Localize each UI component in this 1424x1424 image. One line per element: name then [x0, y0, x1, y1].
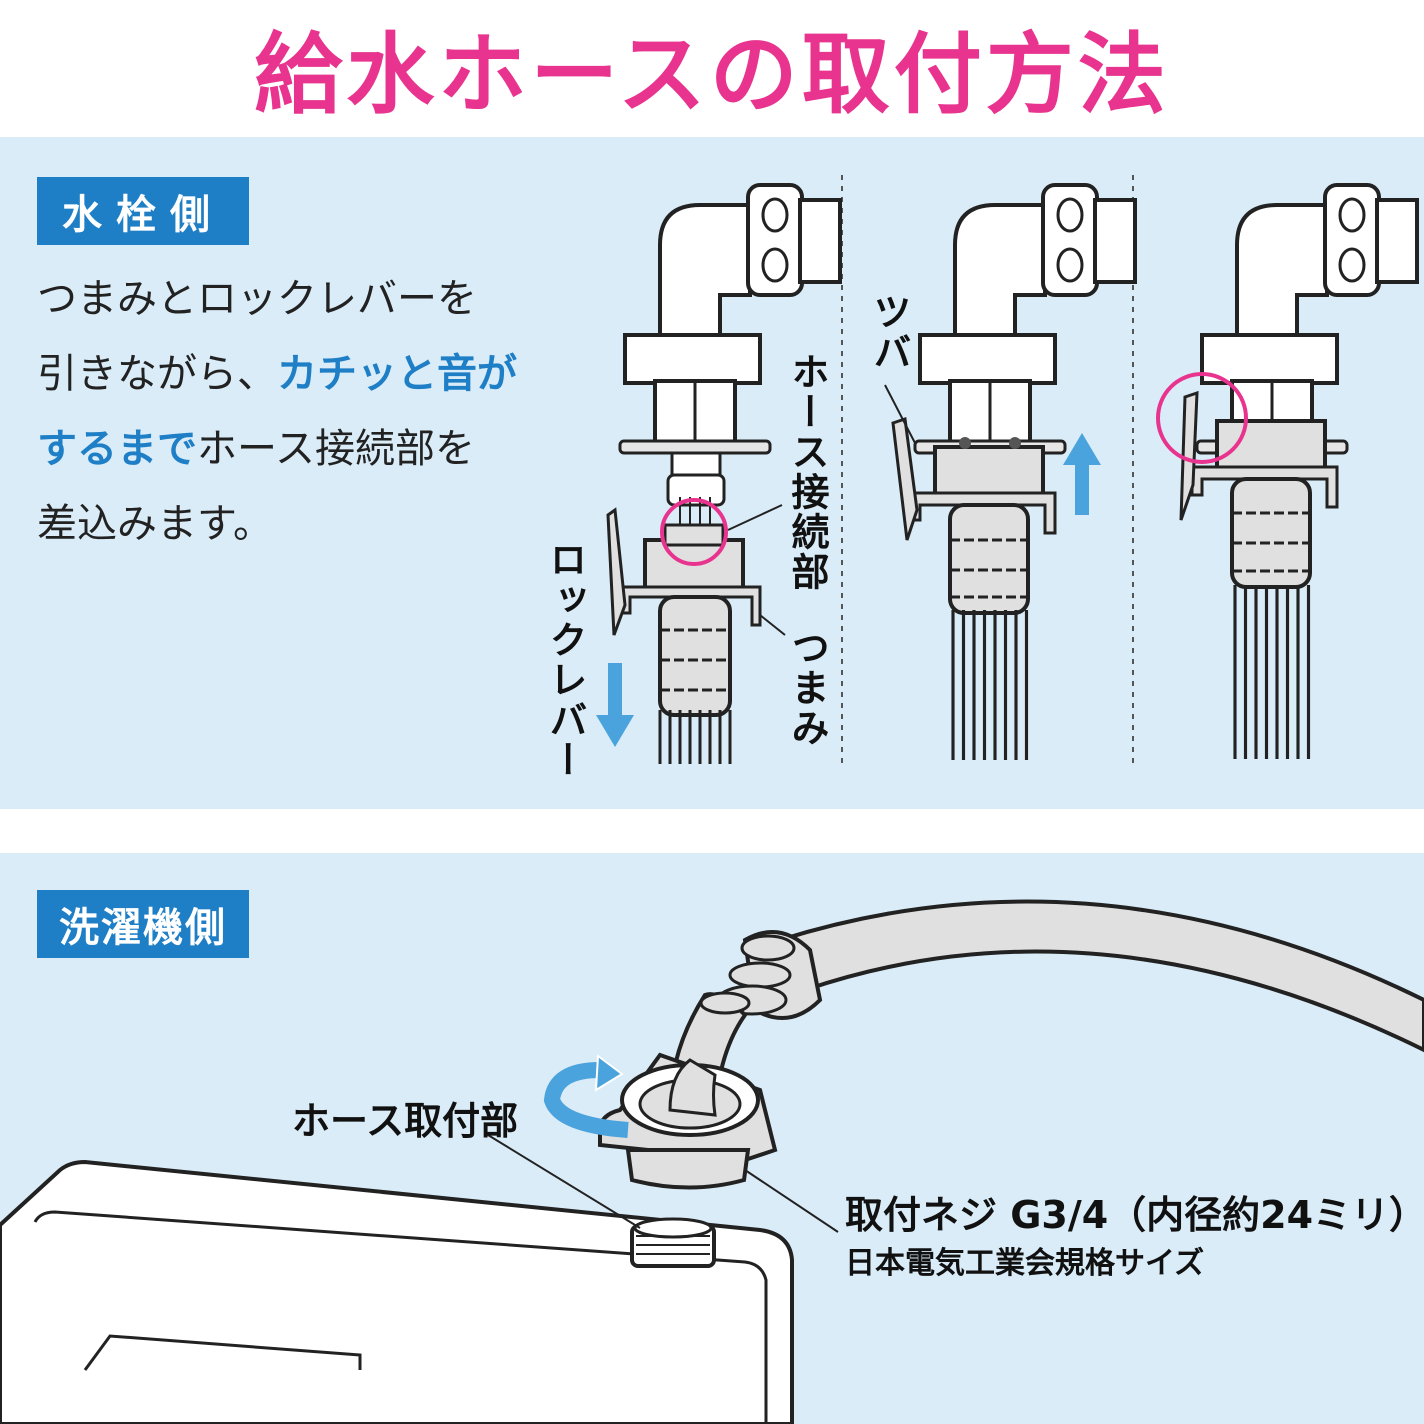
washer-side-badge: 洗濯機側 — [37, 890, 249, 958]
label-lock-lever: ロックレバー — [543, 540, 587, 780]
faucet-side-badge: 水栓側 — [37, 177, 249, 245]
page-title: 給水ホースの取付方法 — [254, 23, 1170, 126]
faucet-instructions: つまみとロックレバーを 引きながら、カチッと音が するまでホース接続部を 差込み… — [37, 262, 577, 562]
label-knob: つまみ — [785, 628, 829, 748]
instruction-text: ホース接続部を — [197, 426, 475, 472]
instruction-line-2: 引きながら、カチッと音が — [37, 337, 577, 412]
label-hose-mount: ホース取付部 — [292, 1099, 519, 1143]
instruction-line-1: つまみとロックレバーを — [37, 276, 477, 322]
label-flange: ツバ — [867, 292, 911, 372]
instruction-line-4: 差込みます。 — [37, 501, 273, 547]
washing-machine — [0, 1159, 794, 1424]
hose-mount-leader — [487, 1134, 641, 1229]
instruction-highlight: カチッと音が — [277, 351, 517, 397]
faucet-step-2 — [884, 183, 1137, 762]
spec-standard: 日本電気工業会規格サイズ — [845, 1246, 1205, 1281]
washer-hose-fitting — [543, 899, 1424, 1190]
label-hose-joint: ホース接続部 — [785, 352, 829, 592]
spec-thread: 取付ネジ G3/4（内径約24ミリ） — [845, 1193, 1424, 1237]
faucet-step-3 — [1156, 183, 1419, 759]
faucet-step-1 — [596, 183, 842, 766]
instruction-line-3: するまでホース接続部を — [37, 412, 577, 487]
instruction-text: 引きながら、 — [37, 351, 277, 397]
spec-leader — [744, 1169, 839, 1233]
instruction-highlight: するまで — [37, 426, 197, 472]
